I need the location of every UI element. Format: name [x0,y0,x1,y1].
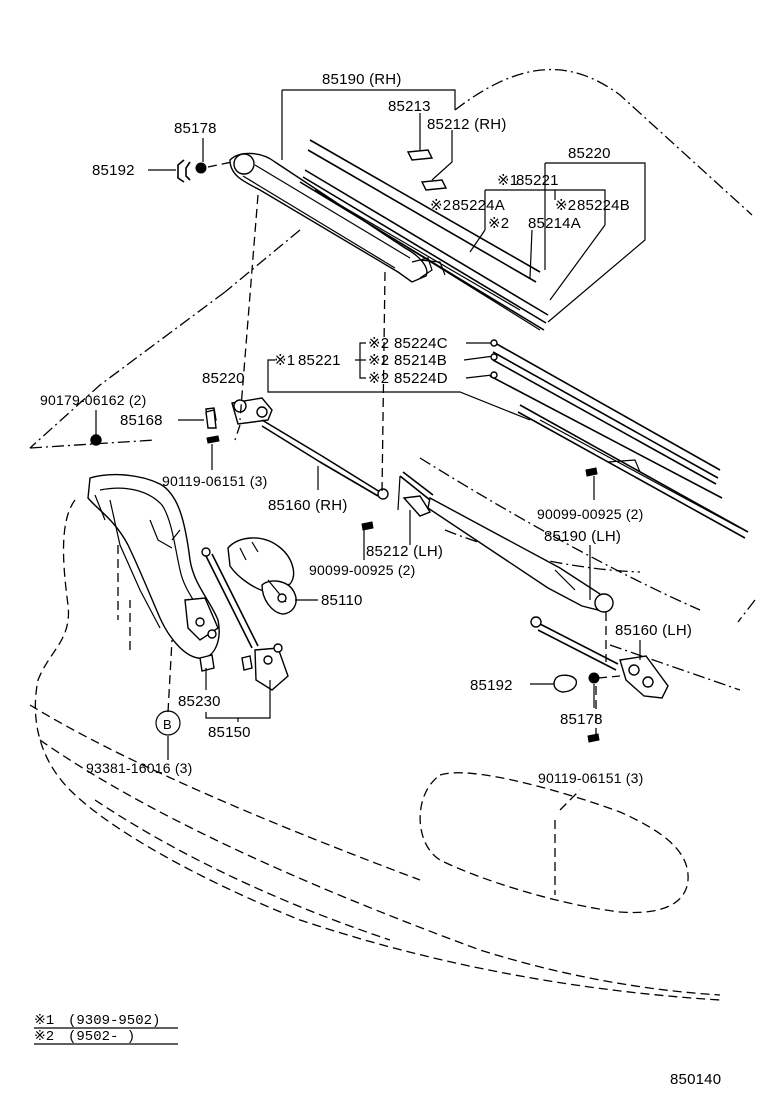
mark-85221b: ※1 [274,352,295,369]
label-85212-lh: 85212 (LH) [366,543,443,560]
label-85178-lh: 85178 [560,711,603,728]
label-b: B [163,717,172,732]
mark-85214a: ※2 [488,215,509,232]
label-85160-rh: 85160 (RH) [268,497,348,514]
label-85224b: 85224B [577,197,630,214]
label-85192-lh: 85192 [470,677,513,694]
mark-85224c: ※2 [368,335,389,352]
wiper-motor [227,537,297,615]
label-85212-rh: 85212 (RH) [427,116,507,133]
label-85221: 85221 [516,172,559,189]
legend-range-2: (9502- ) [68,1029,135,1045]
label-85224d: 85224D [394,370,448,387]
blade-rubber-pieces [406,149,448,191]
label-85192: 85192 [92,162,135,179]
mark-85224b: ※2 [555,197,576,214]
label-90119-bottom: 90119-06151 (3) [538,770,643,786]
label-85190-rh: 85190 (RH) [322,71,402,88]
label-85150: 85150 [208,724,251,741]
label-85214a: 85214A [528,215,581,232]
mark-85224d: ※2 [368,370,389,387]
wiper-blade-lh [489,342,749,539]
leader-lines [95,89,646,760]
mark-85221: ※1 [497,172,518,189]
label-85214b: 85214B [394,352,447,369]
body-panel-outline [29,499,721,1001]
reference-circle-b [155,710,181,736]
cap-and-nut-rh [177,159,233,183]
wiper-linkage [201,547,289,691]
label-85213: 85213 [388,98,431,115]
label-85168: 85168 [120,412,163,429]
label-85190-lh: 85190 (LH) [544,528,621,545]
label-85221b: 85221 [298,352,341,369]
wiper-arm-lh [399,471,614,613]
label-85220: 85220 [568,145,611,162]
legend-mark-1: ※1 [34,1013,54,1029]
wiper-link-lh [530,616,669,699]
label-85220b: 85220 [202,370,245,387]
label-90099-left: 90099-00925 (2) [309,562,416,578]
reference-lines [239,194,607,736]
wiper-motor-bracket [87,473,220,672]
label-90119-top: 90119-06151 (3) [162,473,267,489]
mark-85224a: ※2 [430,197,451,214]
label-85224c: 85224C [394,335,448,352]
figure-number: 850140 [670,1071,721,1088]
label-85178: 85178 [174,120,217,137]
legend: ※1 (9309-9502) ※2 (9502- ) [34,1013,178,1045]
legend-range-1: (9309-9502) [68,1013,160,1029]
mark-85214b: ※2 [368,352,389,369]
label-90099-right: 90099-00925 (2) [537,506,644,522]
label-90179: 90179-06162 (2) [40,392,147,408]
wiper-arm-rh [229,152,433,283]
label-85110: 85110 [321,592,363,609]
label-85160-lh: 85160 (LH) [615,622,692,639]
label-85230: 85230 [178,693,221,710]
part-labels: 85190 (RH) 85213 85212 (RH) 85178 85192 … [40,71,692,786]
label-85224a: 85224A [452,197,505,214]
label-93381: 93381-16016 (3) [86,760,193,776]
hood-outline [29,68,756,691]
cap-and-nut-lh [553,672,621,743]
legend-mark-2: ※2 [34,1029,54,1045]
screws-misc [361,467,598,531]
wiper-blade-rh [299,139,549,331]
